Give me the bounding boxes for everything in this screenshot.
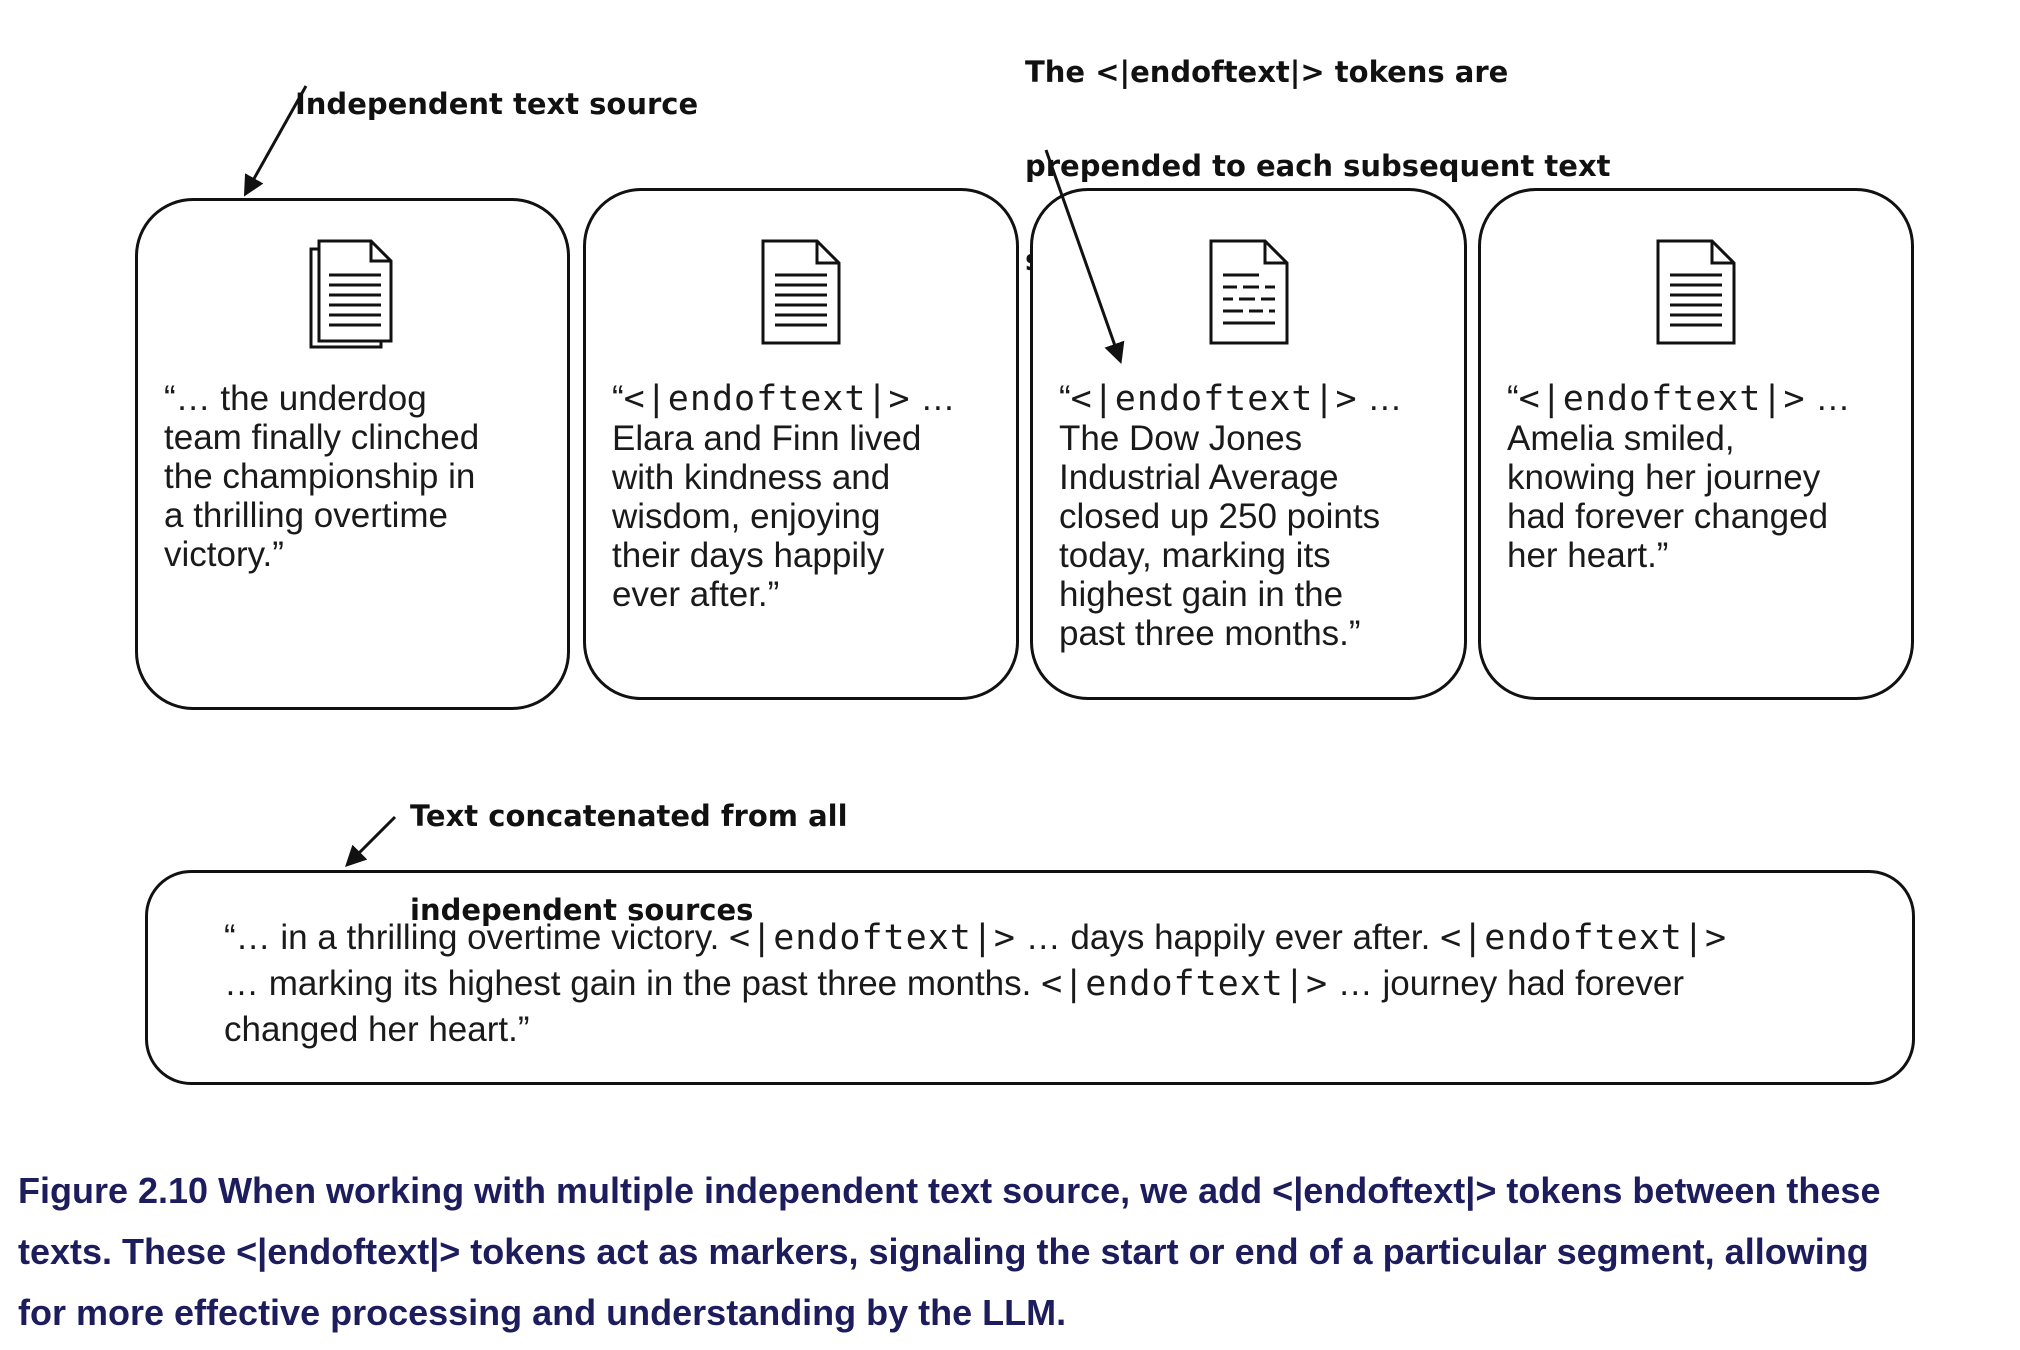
endoftext-token: <|endoftext|>	[729, 918, 1016, 958]
source-text-2: “<|endoftext|> … Elara and Finn lived wi…	[612, 379, 956, 614]
stacked-documents-icon	[309, 239, 392, 349]
source-box-3: “<|endoftext|> … The Dow Jones Industria…	[1030, 188, 1467, 700]
source-text-4: “<|endoftext|> … Amelia smiled, knowing …	[1507, 379, 1851, 575]
concatenated-text-box: “… in a thrilling overtime victory. <|en…	[145, 870, 1915, 1085]
endoftext-token: <|endoftext|>	[623, 379, 911, 419]
figure-caption: Figure 2.10 When working with multiple i…	[18, 1170, 1881, 1333]
document-icon	[1656, 239, 1736, 345]
document-icon	[761, 239, 841, 345]
source-text-1: “… the underdog team finally clinched th…	[164, 379, 480, 574]
arrow-to-concatenated-box	[345, 815, 397, 867]
source-text-3: “<|endoftext|> … The Dow Jones Industria…	[1059, 379, 1403, 653]
endoftext-token: <|endoftext|>	[1440, 918, 1728, 958]
annotation-concatenated-note: Text concatenated from all independent s…	[410, 799, 848, 927]
spreadsheet-document-icon	[1209, 239, 1288, 345]
endoftext-token: <|endoftext|>	[1518, 379, 1806, 419]
source-box-1: “… the underdog team finally clinched th…	[135, 198, 570, 710]
endoftext-token: <|endoftext|>	[1041, 964, 1329, 1004]
arrow-to-source-box-1	[243, 85, 308, 197]
concatenated-text: “… in a thrilling overtime victory. <|en…	[224, 918, 1728, 1049]
source-box-2: “<|endoftext|> … Elara and Finn lived wi…	[583, 188, 1019, 700]
endoftext-token: <|endoftext|>	[1070, 379, 1358, 419]
annotation-independent-source: Independent text source	[295, 87, 699, 121]
source-box-4: “<|endoftext|> … Amelia smiled, knowing …	[1478, 188, 1914, 700]
arrow-to-endoftext-token	[1044, 149, 1125, 364]
